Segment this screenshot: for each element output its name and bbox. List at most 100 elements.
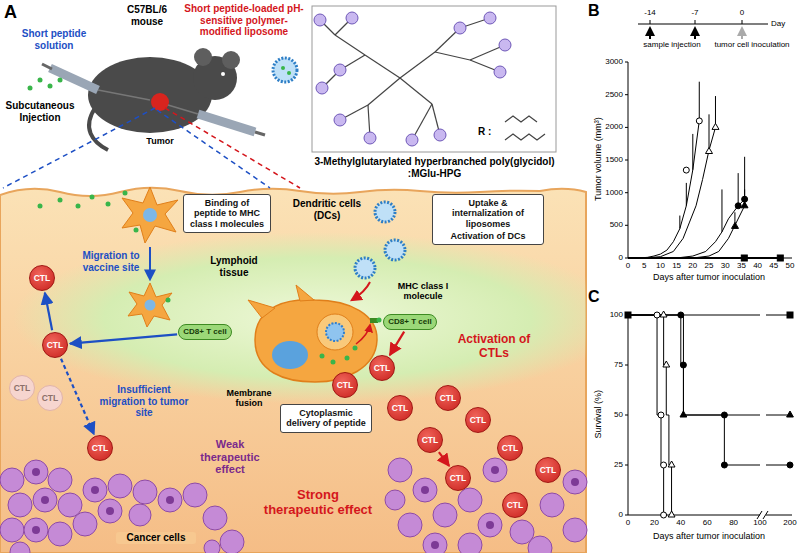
ctl-cell: CTL (29, 265, 55, 291)
cancer-nuclei-circle (91, 486, 99, 494)
panel-c-markers-polygon (660, 311, 667, 317)
panel-b-curves-polyline (628, 127, 715, 258)
cancer-cells-circle (98, 499, 122, 523)
cancer-nuclei-circle (106, 507, 114, 515)
connector-arrow (61, 359, 94, 435)
text-label: 5 (635, 261, 653, 270)
node-text: CTL (14, 384, 31, 393)
node-text: CTL (540, 466, 557, 475)
panel-b-timeline-line (649, 28, 651, 39)
ctl-cell: CTL (502, 492, 528, 518)
ctl-cell: CTL (9, 375, 35, 401)
node-text: Uptake & internalization of liposomes (437, 198, 539, 229)
node-text: Binding of peptide to MHC class I molecu… (188, 198, 266, 229)
text-label: 25 (700, 261, 718, 270)
cancer-cells-circle (0, 518, 24, 542)
connector-arrow (70, 334, 177, 343)
node-text: CTL (507, 501, 524, 510)
polymer-structure-g-line (368, 78, 400, 105)
polymer-structure-g-circle (454, 22, 466, 34)
liposomes (352, 202, 405, 300)
text-label: Tumor volume (mm³) (593, 94, 603, 224)
cancer-cells-circle (385, 490, 405, 510)
node-text: CTL (92, 444, 109, 453)
panel-b-axes-line (625, 160, 628, 161)
panel-c-axes-line (628, 515, 760, 516)
text-label: C57BL/6 mouse (118, 4, 176, 27)
dendritic-cells-line (149, 247, 151, 279)
text-label: 1000 (594, 188, 623, 197)
panel-c-axes-line (763, 511, 768, 519)
polymer-structure-g-path (505, 116, 537, 122)
text-label: 50 (594, 410, 623, 419)
dendritic-cells-circle (317, 314, 353, 350)
panel-b-timeline (638, 20, 768, 39)
cancer-cells (0, 458, 587, 553)
cancer-cells-circle (458, 488, 482, 512)
callout-box: Binding of peptide to MHC class I molecu… (183, 194, 271, 233)
syringe-right-circle (287, 71, 291, 75)
text-label: MHC class I molecule (384, 281, 462, 302)
polymer-structure-g-circle (484, 12, 496, 24)
polymer-structure-g-line (365, 55, 400, 78)
text-label: 10 (651, 261, 669, 270)
cancer-cells-circle (563, 518, 587, 542)
cancer-cells-circle (398, 513, 422, 537)
panel-c-axes-line (625, 415, 628, 416)
ctl-cell: CTL (42, 332, 68, 358)
cancer-nuclei-circle (166, 496, 174, 504)
ctl-cell: CTL (387, 395, 413, 421)
text-label: 45 (765, 261, 783, 270)
dendritic-cells-circle (58, 198, 63, 203)
text-label: Migration to vaccine site (75, 250, 147, 273)
panel-c-markers-circle (661, 512, 667, 518)
node-text: CD8+ T cell (388, 318, 431, 326)
text-label: 30 (716, 261, 734, 270)
syringe-left-circle (48, 84, 53, 89)
panel-b-markers-circle (683, 167, 689, 173)
liposomes-path (352, 282, 370, 300)
dendritic-cells-circle (326, 323, 344, 341)
cancer-nuclei-circle (32, 526, 40, 534)
text-label: 80 (725, 518, 743, 527)
text-label: Lymphoid tissue (203, 255, 265, 278)
dendritic-cells-circle (38, 204, 43, 209)
panel-c-break-lines-line (766, 465, 790, 466)
mouse-circle (221, 72, 225, 76)
cancer-cells-circle (48, 522, 72, 546)
node-text: CD8+ T cell (183, 328, 226, 336)
cancer-nuclei-circle (32, 468, 40, 476)
panel-b-timeline-line (694, 28, 696, 39)
tissue-ground-ellipse (13, 232, 586, 404)
node-text: CTL (374, 364, 391, 373)
polymer-structure-g-circle (434, 129, 446, 141)
panel-b-markers-rect (741, 255, 747, 261)
polymer-structure-g-line (400, 78, 432, 104)
text-label: 0 (594, 510, 623, 519)
callout-box: Uptake & internalization of liposomesAct… (432, 194, 544, 245)
syringe-right-circle (273, 58, 297, 82)
polymer-structure-g-line (435, 52, 470, 60)
liposomes-circle (375, 202, 395, 222)
dendritic-cells-circle (134, 228, 139, 233)
panel-b-markers-polygon (741, 202, 748, 208)
panel-b-timeline-line (650, 20, 651, 24)
panel-letter: A (4, 2, 24, 23)
panel-c-markers-polygon (787, 411, 794, 417)
text-label: 20 (645, 518, 663, 527)
node-text: CTL (47, 341, 64, 350)
dendritic-cells-circle (353, 346, 358, 351)
polymer-structure-g (320, 18, 545, 140)
panel-c-markers-polygon (663, 361, 670, 367)
panel-c-curves-path (628, 315, 760, 316)
syringe-left-line (98, 90, 150, 100)
t-cell: CD8+ T cell (178, 324, 232, 340)
panel-c-break-lines-line (766, 415, 790, 416)
text-label: 40 (672, 518, 690, 527)
panel-b-markers-circle (735, 203, 741, 209)
panel-c-curves-path (628, 315, 760, 465)
mouse-circle (222, 51, 240, 69)
cancer-cells-circle (108, 474, 132, 498)
cancer-cells-circle (458, 533, 482, 553)
panel-b-curves-path (680, 82, 745, 232)
